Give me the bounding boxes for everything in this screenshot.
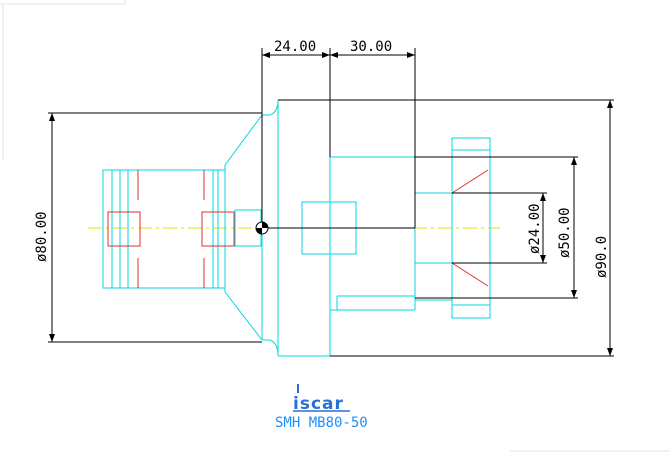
dim-length-30: 30.00 — [350, 39, 392, 55]
logo-text: iscar — [293, 394, 344, 414]
dim-diameter-50: ø50.00 — [557, 207, 573, 258]
part-code: SMH MB80-50 — [275, 415, 368, 431]
datum-symbol — [255, 221, 269, 235]
dim-length-24: 24.00 — [274, 39, 316, 55]
dimension-lines — [48, 48, 614, 357]
part-outline — [102, 99, 491, 357]
iscar-logo: iscar — [293, 384, 350, 414]
dimension-arrows — [49, 52, 613, 356]
dim-diameter-24: ø24.00 — [527, 203, 543, 254]
dim-diameter-80: ø80.00 — [34, 211, 50, 262]
dim-diameter-90: ø90.0 — [594, 236, 610, 278]
hidden-lines — [107, 169, 489, 288]
sheet-border — [0, 0, 126, 160]
